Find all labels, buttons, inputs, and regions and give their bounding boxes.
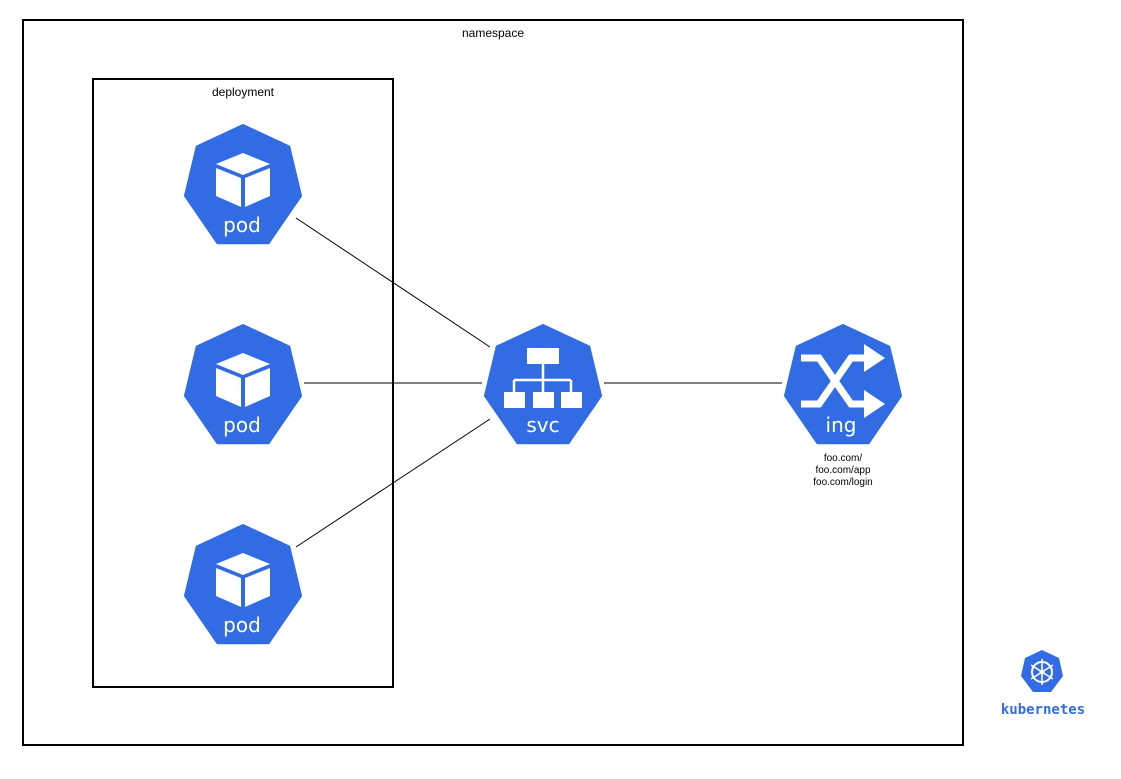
ingress-route: foo.com/app — [815, 465, 870, 476]
namespace-box — [22, 19, 964, 746]
pod-label: pod — [223, 413, 261, 437]
service-node: svc — [482, 323, 604, 445]
cube-icon — [216, 553, 270, 607]
pod-label: pod — [223, 613, 261, 637]
pod-node: pod — [182, 323, 304, 445]
helm-wheel-icon — [1021, 650, 1063, 692]
pod-label: pod — [223, 213, 261, 237]
cube-icon — [216, 353, 270, 407]
service-label: svc — [526, 413, 559, 437]
shuffle-arrows-icon — [801, 344, 885, 418]
cube-icon — [216, 153, 270, 207]
ingress-label: ing — [826, 413, 857, 437]
ingress-node: ing — [782, 323, 904, 445]
hierarchy-icon — [504, 348, 582, 408]
edge-pod1-svc — [295, 217, 491, 348]
kubernetes-wordmark: kubernetes — [1001, 702, 1085, 718]
ingress-route: foo.com/ — [824, 453, 863, 464]
namespace-label: namespace — [462, 26, 524, 40]
pod-node: pod — [182, 523, 304, 645]
kubernetes-logo: kubernetes — [1001, 650, 1085, 718]
deployment-label: deployment — [212, 85, 275, 99]
edge-pod3-svc — [295, 418, 491, 548]
ingress-route: foo.com/login — [813, 477, 872, 488]
pod-node: pod — [182, 123, 304, 245]
